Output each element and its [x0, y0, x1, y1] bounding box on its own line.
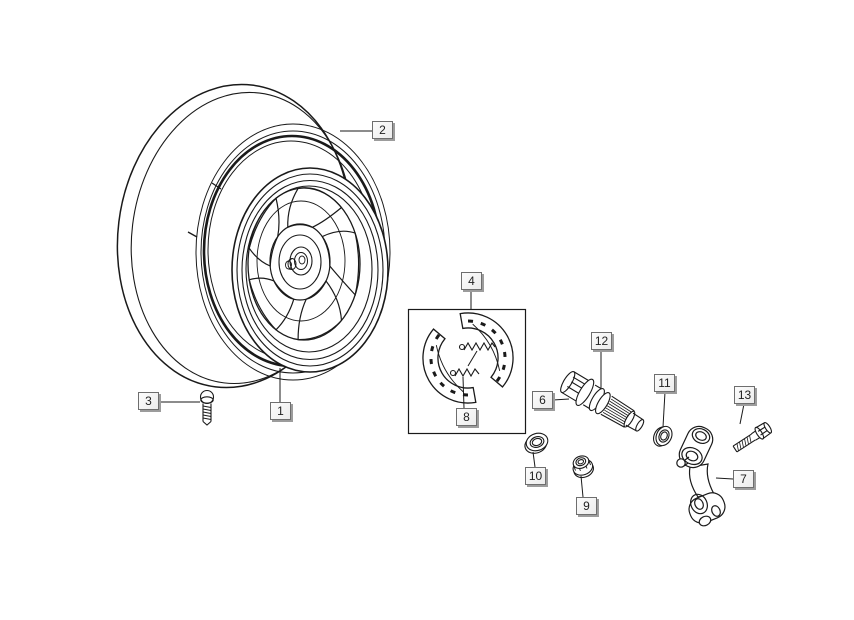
callout-12[interactable]: 12 [591, 332, 612, 350]
callout-13[interactable]: 13 [734, 386, 755, 404]
brake-shoe-right [459, 312, 514, 388]
axle-shaft-drawing [560, 370, 645, 432]
leader-line-6 [552, 398, 570, 401]
group-box-part-4 [407, 308, 527, 435]
leader-line-8 [462, 376, 465, 409]
callout-4[interactable]: 4 [461, 272, 482, 290]
callout-6[interactable]: 6 [532, 391, 553, 409]
callout-7[interactable]: 7 [733, 470, 754, 488]
valve-screw-drawing [199, 389, 215, 426]
callout-1[interactable]: 1 [270, 402, 291, 420]
leader-line-9 [580, 475, 584, 498]
leader-line-7 [715, 477, 734, 480]
leader-line-13 [739, 403, 745, 425]
brake-shoe-left [422, 328, 477, 404]
callout-3[interactable]: 3 [138, 392, 159, 410]
wheel-rim-drawing [231, 167, 389, 373]
leader-line-11 [662, 391, 666, 428]
callout-10[interactable]: 10 [525, 467, 546, 485]
brake-arm-drawing [676, 425, 726, 527]
nut-9-drawing [572, 455, 595, 479]
leader-lines [159, 130, 745, 498]
bolt-13-drawing [732, 422, 773, 453]
brake-shoe-kit-group [407, 308, 527, 435]
leader-line-8 [467, 350, 478, 367]
callout-9[interactable]: 9 [576, 497, 597, 515]
callout-8[interactable]: 8 [456, 408, 477, 426]
hub-drawing [269, 223, 331, 301]
washer-10-drawing [524, 432, 549, 454]
brake-spring-upper [458, 341, 496, 352]
washer-11-drawing [652, 425, 673, 447]
sidewall-marks [187, 182, 222, 238]
brake-spring-lower [449, 367, 480, 378]
callout-11[interactable]: 11 [654, 374, 675, 392]
leader-line-10 [532, 451, 536, 468]
callout-2[interactable]: 2 [372, 121, 393, 139]
